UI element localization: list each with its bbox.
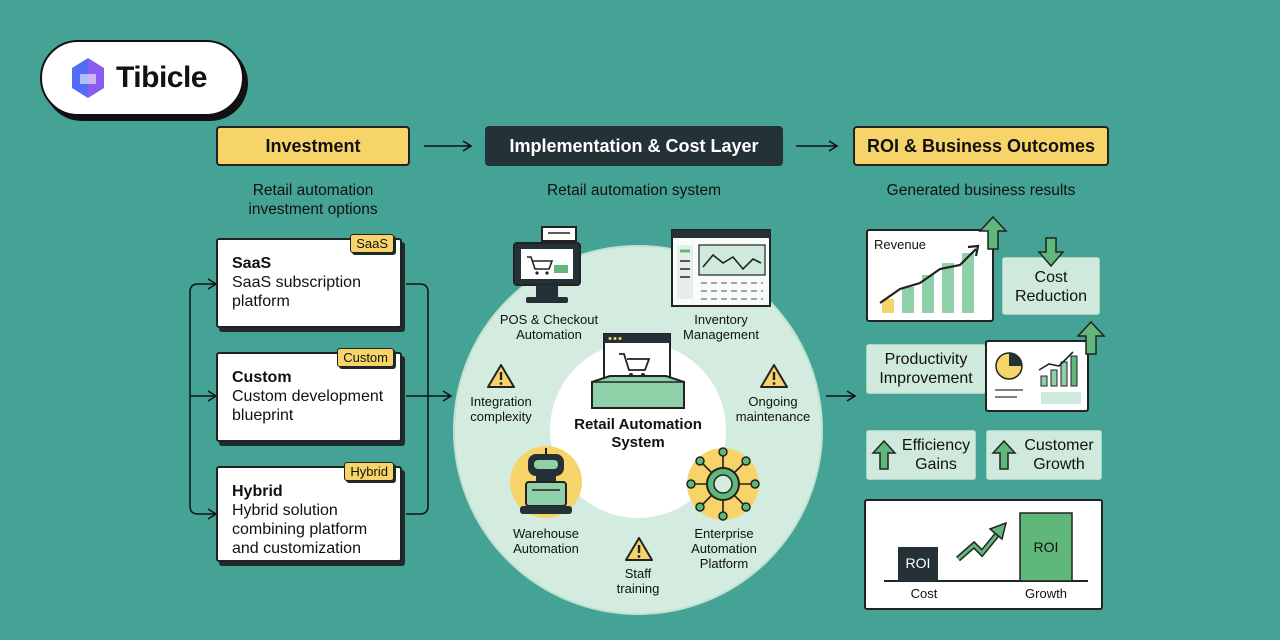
header-arrow-1 [424,140,473,152]
header-arrow-2 [796,140,839,152]
roi-chart [884,512,1088,582]
revenue-label: Revenue [874,237,927,252]
option-card-hybrid[interactable]: Hybrid Hybrid solution combining platfor… [216,462,402,562]
option-card-saas[interactable]: SaaS SaaS subscription platform SaaS [216,234,402,328]
option-card-custom[interactable]: Custom Custom development blueprint Cust… [216,348,402,442]
up-arrow-icon [978,215,1008,250]
productivity-chart-icon [995,351,1081,404]
investment-subtitle: Retail automation investment options [248,182,378,218]
roi-x-label-cost: Cost [910,586,938,601]
warning-icon [487,364,515,388]
roi-header: ROI & Business Outcomes [853,126,1109,166]
up-arrow-icon [1076,320,1106,355]
tibicle-logo[interactable]: Tibicle [40,40,244,116]
outcome-arrow [826,390,857,402]
option-connector [189,278,453,520]
roi-chart-card: ROI ROI Cost Growth [864,499,1103,610]
warning-icon [760,364,788,388]
implementation-subtitle: Retail automation system [546,182,722,199]
roi-cost-bar-label: ROI [905,555,931,571]
logo-text: Tibicle [116,61,207,94]
warehouse-robot-icon [510,446,582,518]
roi-x-label-growth: Growth [1025,586,1067,601]
roi-subtitle: Generated business results [886,182,1076,199]
custom-tag: Custom [337,348,394,367]
warning-icon [625,537,653,561]
revenue-bars [879,244,980,313]
investment-header: Investment [216,126,410,166]
roi-growth-bar-label: ROI [1033,539,1059,555]
revenue-card: Revenue [866,229,994,322]
implementation-header: Implementation & Cost Layer [485,126,783,166]
up-arrow-icon [991,439,1017,470]
enterprise-network-icon [686,447,760,521]
inventory-dashboard-icon [671,229,771,307]
saas-tag: SaaS [350,234,394,253]
productivity-dashboard [985,340,1089,412]
hybrid-tag: Hybrid [344,462,394,481]
tibicle-logo-icon [72,58,104,98]
pos-terminal-icon [513,226,581,303]
retail-system-box-icon [591,333,685,409]
down-arrow-icon [1037,237,1065,268]
up-arrow-icon [871,439,897,470]
